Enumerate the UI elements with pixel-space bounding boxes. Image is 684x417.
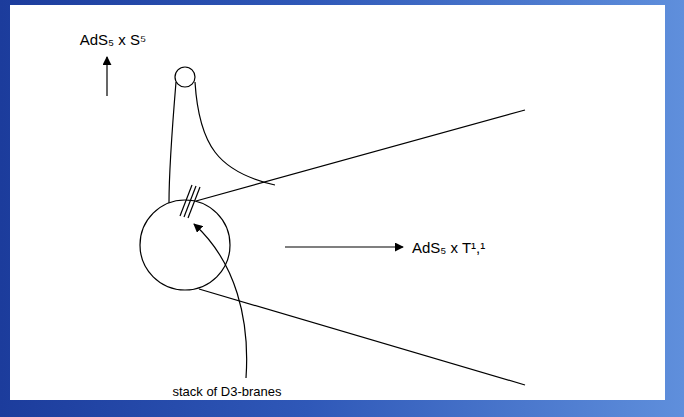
slide-panel [10,5,665,400]
leader-arrow [194,224,247,378]
throat-wall [195,82,275,185]
brane-line [188,187,200,218]
throat-wall [169,82,176,203]
space-label: stack of D3-branes [170,384,283,400]
cone-line [199,289,525,385]
throat-circle [175,67,195,87]
up-arrow [106,57,107,96]
right-arrow [285,246,403,247]
space-label: AdS₅ x T¹,¹ [410,239,487,257]
space-label: AdS₅ x S⁵ [78,31,148,49]
cone-line [196,110,525,201]
